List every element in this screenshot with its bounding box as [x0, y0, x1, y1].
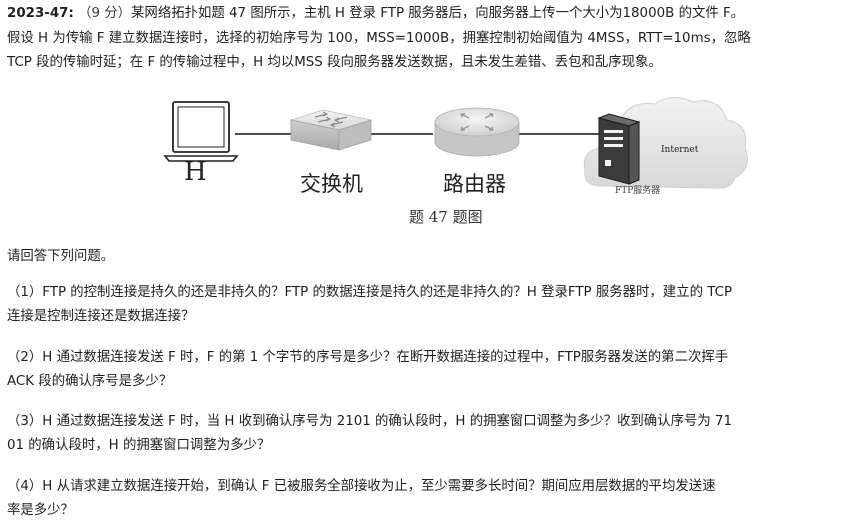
- router-label: 路由器: [443, 172, 506, 196]
- internet-label: Internet: [661, 145, 699, 155]
- problem-stem-line-1: 2023-47: （9 分）某网络拓扑如题 47 图所示，主机 H 登录 FTP…: [7, 5, 744, 23]
- question-3-line-2: 01 的确认段时，H 的拥塞窗口调整为多少？: [7, 438, 271, 453]
- problem-stem-text-1: 某网络拓扑如题 47 图所示，主机 H 登录 FTP 服务器后，向服务器上传一个…: [131, 6, 745, 21]
- question-1-line-1: （1）FTP 的控制连接是持久的还是非持久的？FTP 的数据连接是持久的还是非持…: [7, 285, 733, 300]
- ftp-server-label: FTP服务器: [615, 186, 661, 196]
- question-4-line-2: 率是多少？: [7, 503, 74, 518]
- question-2-line-1: （2）H 通过数据连接发送 F 时，F 的第 1 个字节的序号是多少？在断开数据…: [7, 350, 729, 365]
- question-3-line-1: （3）H 通过数据连接发送 F 时，当 H 收到确认序号为 2101 的确认段时…: [7, 414, 733, 429]
- host-label: H: [184, 157, 207, 187]
- problem-stem-line-3: TCP 段的传输时延；在 F 的传输过程中，H 均以MSS 段向服务器发送数据，…: [7, 55, 662, 70]
- problem-number: 2023-47:: [7, 6, 74, 21]
- problem-stem-line-2: 假设 H 为传输 F 建立数据连接时，选择的初始序号为 100，MSS=1000…: [7, 31, 751, 46]
- router-icon: [434, 107, 520, 157]
- ftp-server-icon: [597, 113, 641, 185]
- switch-label: 交换机: [300, 172, 363, 196]
- switch-icon: [289, 109, 373, 151]
- laptop-icon: [163, 101, 239, 162]
- question-1-line-2: 连接是控制连接还是数据连接？: [7, 309, 195, 324]
- question-4-line-1: （4）H 从请求建立数据连接开始，到确认 F 已被服务全部接收为止，至少需要多长…: [7, 479, 716, 494]
- network-topology-figure: H 交换机 路由器 Internet FTP服务器: [153, 90, 753, 230]
- figure-caption: 题 47 题图: [409, 208, 483, 226]
- answer-prompt: 请回答下列问题。: [7, 249, 115, 264]
- problem-points: （9 分）: [78, 6, 132, 21]
- question-2-line-2: ACK 段的确认序号是多少？: [7, 374, 173, 389]
- topology-drawing: [163, 97, 748, 189]
